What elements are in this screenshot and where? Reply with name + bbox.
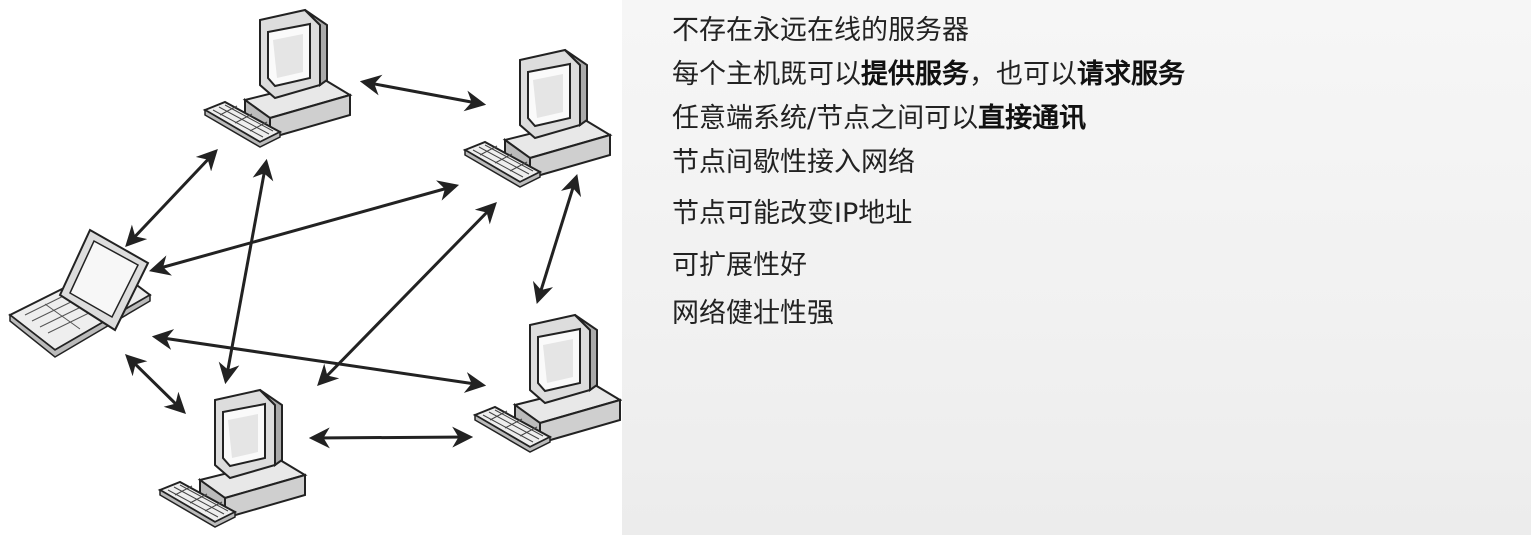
list-item: 可扩展性好 (672, 249, 807, 283)
list-item: 节点可能改变IP地址 (672, 197, 912, 231)
emphasis-text: 提供服务 (861, 59, 969, 90)
text-segment: ，也可以 (969, 59, 1077, 90)
list-item: 节点间歇性接入网络 (672, 146, 915, 180)
text-segment: 任意端系统/节点之间可以 (672, 103, 979, 134)
desktop-computer-icon-right-top (464, 49, 611, 188)
link-top-laptop (125, 148, 218, 248)
desktop-computer-icon-top (204, 9, 351, 148)
link-right-top-laptop (148, 180, 460, 276)
network-links (125, 74, 582, 449)
text-segment: 不存在永远在线的服务器 (672, 15, 969, 46)
text-segment: 网络健壮性强 (672, 298, 834, 329)
list-item: 不存在永远在线的服务器 (672, 14, 969, 48)
text-segment: 每个主机既可以 (672, 59, 861, 90)
list-item: 任意端系统/节点之间可以直接通讯 (672, 102, 1086, 136)
link-laptop-bottom (125, 354, 186, 414)
link-right-top-bottom (317, 201, 497, 387)
emphasis-text: 请求服务 (1077, 59, 1185, 90)
text-segment: 节点间歇性接入网络 (672, 147, 915, 178)
link-laptop-right-bottom (151, 329, 487, 393)
link-top-right-top (359, 74, 487, 112)
text-segment: 节点可能改变IP地址 (672, 198, 913, 229)
desktop-computer-icon-right-bottom (474, 314, 621, 453)
list-item: 网络健壮性强 (672, 297, 834, 331)
p2p-network-diagram (0, 0, 622, 535)
link-bottom-right-bottom (308, 426, 474, 449)
emphasis-text: 直接通讯 (978, 103, 1087, 134)
text-segment: 可扩展性好 (672, 250, 807, 281)
laptop-computer-icon (9, 229, 151, 358)
link-right-top-right-bottom (532, 173, 582, 305)
list-item: 每个主机既可以提供服务，也可以请求服务 (672, 58, 1185, 92)
